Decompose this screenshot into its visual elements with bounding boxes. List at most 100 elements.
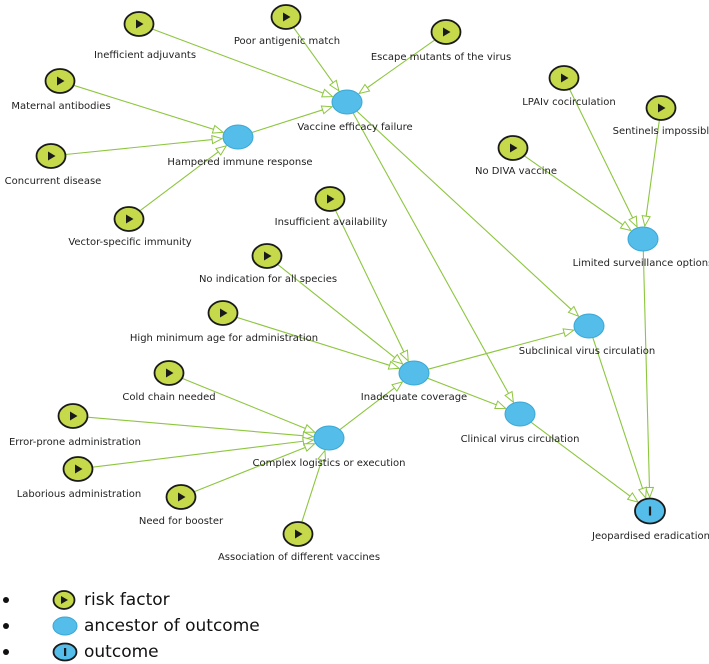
node-label: No DIVA vaccine: [475, 166, 557, 177]
edge-no-diva-vaccine-to-limited-surveillance: [523, 155, 631, 231]
play-icon: [178, 492, 186, 502]
node-cold-chain-needed: Cold chain needed: [122, 360, 216, 403]
play-icon: [443, 27, 451, 37]
legend-label: ancestor of outcome: [84, 616, 260, 636]
node-label: Poor antigenic match: [234, 36, 340, 47]
edge-vector-specific-immunity-to-hampered-immune-response: [139, 146, 227, 212]
edge-concurrent-disease-to-hampered-immune-response: [65, 139, 222, 156]
play-icon: [510, 143, 518, 153]
legend-item-ancestor: ancestor of outcome: [0, 616, 300, 638]
ancestor-node-shape: [222, 124, 254, 150]
node-clinical-circulation: Clinical virus circulation: [461, 401, 580, 445]
node-vector-specific-immunity: Vector-specific immunity: [68, 206, 192, 248]
node-label: Inadequate coverage: [361, 392, 467, 403]
node-label: Escape mutants of the virus: [371, 52, 511, 63]
play-icon: [295, 529, 303, 539]
node-poor-antigenic-match: Poor antigenic match: [234, 4, 340, 47]
node-label: Subclinical virus circulation: [519, 346, 655, 357]
bullet-icon: [3, 623, 9, 629]
node-inadequate-coverage: Inadequate coverage: [361, 360, 467, 403]
edge-sentinels-impossible-to-limited-surveillance: [645, 119, 660, 226]
play-icon: [57, 76, 65, 86]
ancestor-node-shape: [504, 401, 536, 427]
outcome-icon: [52, 642, 78, 662]
edge-insufficient-availability-to-inadequate-coverage: [334, 209, 408, 361]
legend-item-risk-factor: risk factor: [0, 590, 300, 612]
node-need-for-booster: Need for booster: [139, 484, 224, 527]
node-label: Limited surveillance options: [573, 258, 709, 269]
node-label: Cold chain needed: [122, 392, 215, 403]
node-label: Error-prone administration: [9, 437, 141, 448]
ancestor-node-shape: [331, 89, 363, 115]
node-label: Sentinels impossible: [613, 126, 709, 137]
edge-hampered-immune-response-to-vaccine-efficacy-failure: [251, 107, 332, 134]
node-association-different-vaccines: Association of different vaccines: [218, 521, 380, 563]
ancestor-node-shape: [313, 425, 345, 451]
node-label: Vaccine efficacy failure: [297, 122, 412, 133]
play-icon: [327, 194, 335, 204]
edge-error-prone-administration-to-complex-logistics: [87, 416, 313, 436]
play-icon: [126, 214, 134, 224]
ancestor-node-shape: [627, 226, 659, 252]
node-label: Concurrent disease: [5, 176, 102, 187]
node-limited-surveillance: Limited surveillance options: [573, 226, 709, 269]
node-concurrent-disease: Concurrent disease: [5, 143, 102, 187]
node-label: No indication for all species: [199, 274, 337, 285]
node-label: Need for booster: [139, 516, 224, 527]
edge-vaccine-efficacy-failure-to-subclinical-circulation: [356, 110, 579, 316]
play-icon: [136, 19, 144, 29]
node-high-minimum-age: High minimum age for administration: [130, 300, 318, 344]
bullet-icon: [3, 649, 9, 655]
edge-lpaiv-cocirculation-to-limited-surveillance: [569, 88, 638, 227]
node-label: Maternal antibodies: [11, 101, 110, 112]
node-inefficient-adjuvants: Inefficient adjuvants: [94, 11, 196, 61]
node-sentinels-impossible: Sentinels impossible: [613, 95, 709, 137]
legend-label: outcome: [84, 642, 159, 662]
node-label: High minimum age for administration: [130, 333, 318, 344]
ancestor-node-shape: [398, 360, 430, 386]
edge-association-different-vaccines-to-complex-logistics: [301, 451, 325, 523]
ancestor-icon: [52, 616, 78, 636]
node-label: Vector-specific immunity: [68, 237, 191, 248]
node-label: Laborious administration: [17, 489, 142, 500]
node-laborious-administration: Laborious administration: [17, 456, 142, 500]
node-no-indication-all-species: No indication for all species: [199, 243, 337, 285]
node-insufficient-availability: Insufficient availability: [275, 186, 388, 228]
node-error-prone-administration: Error-prone administration: [9, 403, 141, 448]
legend-label: risk factor: [84, 590, 170, 610]
play-icon: [561, 73, 569, 83]
edge-subclinical-circulation-to-jeopardised-eradication: [592, 337, 646, 498]
edge-high-minimum-age-to-inadequate-coverage: [236, 316, 400, 368]
node-label: Insufficient availability: [275, 217, 388, 228]
node-label: LPAIv cocirculation: [522, 97, 616, 108]
edge-need-for-booster-to-complex-logistics: [193, 443, 315, 493]
node-lpaiv-cocirculation: LPAIv cocirculation: [522, 65, 616, 108]
node-maternal-antibodies: Maternal antibodies: [11, 68, 111, 112]
node-vaccine-efficacy-failure: Vaccine efficacy failure: [297, 89, 413, 133]
edge-poor-antigenic-match-to-vaccine-efficacy-failure: [292, 26, 339, 91]
edge-no-indication-all-species-to-inadequate-coverage: [277, 263, 403, 364]
edge-limited-surveillance-to-jeopardised-eradication: [642, 250, 649, 498]
play-icon: [166, 368, 174, 378]
bullet-icon: [3, 597, 9, 603]
ancestor-node-shape: [573, 313, 605, 339]
play-icon: [220, 308, 228, 318]
edge-clinical-circulation-to-jeopardised-eradication: [530, 421, 638, 502]
node-label: Complex logistics or execution: [253, 458, 406, 469]
play-icon: [48, 151, 56, 161]
node-escape-mutants: Escape mutants of the virus: [371, 19, 511, 63]
edge-laborious-administration-to-complex-logistics: [92, 440, 313, 468]
node-no-diva-vaccine: No DIVA vaccine: [475, 135, 557, 177]
edge-inefficient-adjuvants-to-vaccine-efficacy-failure: [152, 28, 332, 97]
play-icon: [264, 251, 272, 261]
node-label: Jeopardised eradication: [591, 531, 709, 542]
play-icon: [70, 411, 78, 421]
edge-inadequate-coverage-to-clinical-circulation: [427, 377, 506, 408]
node-hampered-immune-response: Hampered immune response: [167, 124, 313, 168]
edge-cold-chain-needed-to-complex-logistics: [181, 377, 315, 433]
legend-item-outcome: outcome: [0, 642, 300, 664]
node-label: Clinical virus circulation: [461, 434, 580, 445]
node-subclinical-circulation: Subclinical virus circulation: [519, 313, 655, 357]
